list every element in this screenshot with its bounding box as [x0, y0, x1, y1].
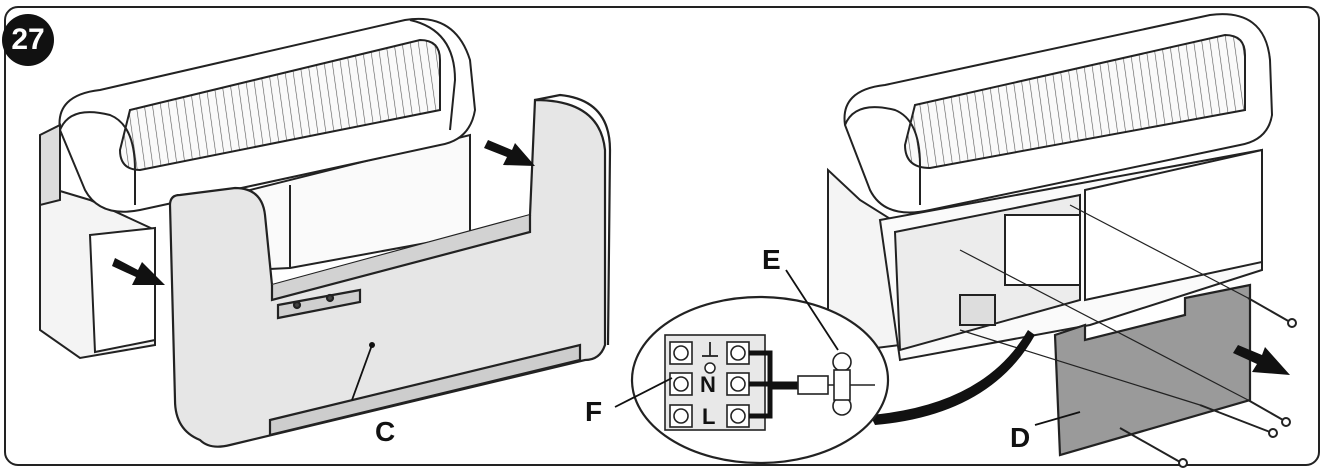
left-arrows	[112, 140, 535, 285]
callout-e: E	[762, 244, 781, 275]
screws	[959, 204, 1297, 468]
callout-f: F	[585, 396, 603, 427]
terminal-label-line: L	[702, 404, 716, 429]
front-cover-c	[168, 93, 612, 448]
step-number-badge: 27	[2, 14, 54, 66]
right-arrow	[1233, 345, 1290, 375]
callout-d: D	[1010, 422, 1031, 453]
left-unit	[39, 17, 477, 360]
leader-lines	[351, 269, 1081, 426]
right-unit	[827, 13, 1274, 362]
back-panel-d	[1053, 283, 1252, 457]
connector-curve	[870, 330, 1035, 425]
terminal-inset	[630, 295, 890, 465]
callout-c: C	[375, 416, 396, 447]
terminal-label-neutral: N	[700, 372, 716, 397]
